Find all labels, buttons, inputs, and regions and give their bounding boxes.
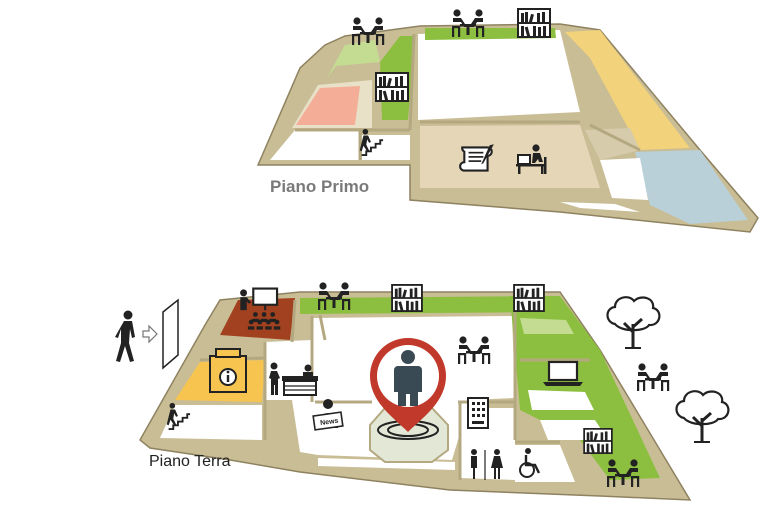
restroom-icon — [471, 449, 503, 480]
reception-desk-icon — [269, 362, 318, 396]
tree-icon — [605, 295, 662, 350]
newspaper-icon — [312, 399, 344, 431]
bookshelf-icon — [513, 284, 545, 312]
first-floor-plan — [256, 23, 759, 233]
ground-floor-label: Piano Terra — [149, 453, 231, 470]
bookshelf-icon — [583, 428, 613, 454]
laptop-icon — [543, 360, 583, 386]
reading-table-icon — [637, 363, 670, 391]
you-are-here-pin-icon — [370, 338, 446, 440]
vending-machine-icon — [467, 397, 489, 429]
information-point-icon — [209, 348, 247, 393]
tree-icon — [674, 389, 731, 444]
bookshelf-icon — [391, 284, 423, 312]
walking-person-icon — [115, 310, 135, 362]
entrance-door-icon — [142, 298, 179, 370]
first-floor-label: Piano Primo — [270, 177, 370, 196]
newspaper-badge: News — [320, 418, 339, 427]
wheelchair-icon — [519, 448, 541, 478]
bookshelf-icon — [375, 72, 409, 102]
bookshelf-icon — [517, 8, 551, 38]
